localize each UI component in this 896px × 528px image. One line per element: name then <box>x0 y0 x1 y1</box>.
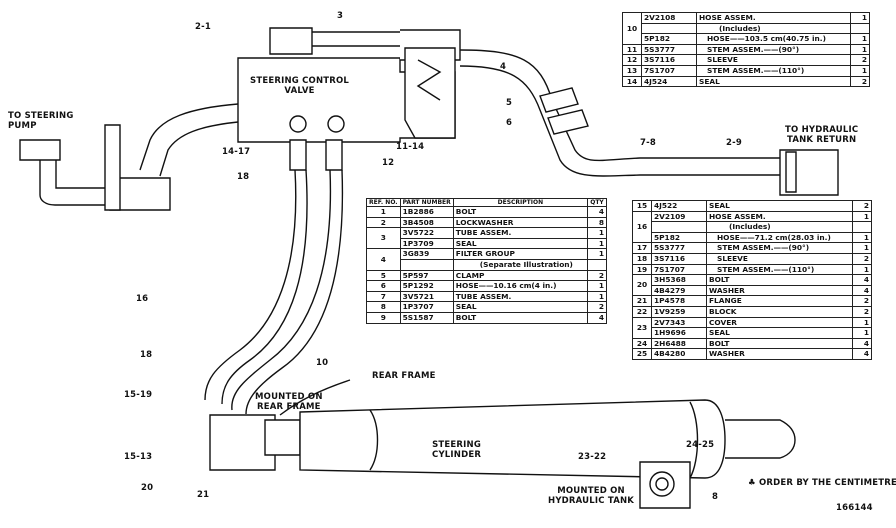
tank-return-flange <box>779 149 839 196</box>
col-ref-no: REF. NO. <box>366 198 401 207</box>
callout-6: 6 <box>506 118 513 128</box>
clamp-5 <box>539 87 579 113</box>
order-note: ♣ ORDER BY THE CENTIMETRE <box>748 478 896 488</box>
callout-2-9: 2-9 <box>726 138 742 148</box>
col-description: DESCRIPTION <box>452 198 589 207</box>
callout-11-14: 11-14 <box>396 142 425 152</box>
callout-4: 4 <box>500 62 507 72</box>
col-part-number: PART NUMBER <box>399 198 454 207</box>
callout-7-8: 7-8 <box>640 138 656 148</box>
callout-15-13: 15-13 <box>124 452 153 462</box>
table-row: (Separate Illustration) <box>367 258 607 271</box>
table-header-row: REF. NO. PART NUMBER DESCRIPTION QTY <box>366 198 607 207</box>
callout-15-19: 15-19 <box>124 390 153 400</box>
table-row: (Includes) <box>633 221 872 233</box>
callout-21: 21 <box>197 490 210 500</box>
rear-frame <box>279 379 351 416</box>
callout-8: 8 <box>712 492 719 502</box>
tube-assembly-3 <box>312 31 400 47</box>
callout-10: 10 <box>316 358 329 368</box>
steering-cylinder <box>299 399 726 479</box>
callout-14-17: 14-17 <box>222 147 251 157</box>
col-qty: QTY <box>587 198 607 207</box>
callout-16: 16 <box>136 294 149 304</box>
hose-assembly-10 <box>231 169 332 411</box>
callout-12: 12 <box>382 158 395 168</box>
to-hydraulic-tank-return-label: TO HYDRAULIC TANK RETURN <box>785 125 859 145</box>
to-steering-pump-label: TO STEERING PUMP <box>8 111 74 131</box>
mounted-on-rear-frame-label: MOUNTED ON REAR FRAME <box>255 392 323 412</box>
table-row: (Includes) <box>623 22 870 35</box>
hydraulic-tank-block <box>639 461 691 509</box>
pump-hose <box>139 103 239 171</box>
clamp-5b <box>547 109 589 135</box>
steering-control-valve-label: STEERING CONTROL VALVE <box>250 76 350 96</box>
callout-18-bottom: 18 <box>140 350 153 360</box>
mounted-on-hydraulic-tank-label: MOUNTED ON HYDRAULIC TANK <box>548 486 635 506</box>
callout-24-25: 24-25 <box>686 440 715 450</box>
callout-20: 20 <box>141 483 154 493</box>
rear-frame-mount <box>209 414 276 471</box>
figure-number: 166144 <box>836 503 873 513</box>
callout-18-top: 18 <box>237 172 250 182</box>
callout-3: 3 <box>337 11 344 21</box>
pump-fitting <box>19 139 61 161</box>
callout-2-1: 2-1 <box>195 22 211 32</box>
callout-23-22: 23-22 <box>578 452 607 462</box>
rear-frame-label: REAR FRAME <box>372 371 436 381</box>
callout-5: 5 <box>506 98 513 108</box>
steering-cylinder-label: STEERING CYLINDER <box>432 440 482 460</box>
hose-assembly-16 <box>204 169 297 401</box>
